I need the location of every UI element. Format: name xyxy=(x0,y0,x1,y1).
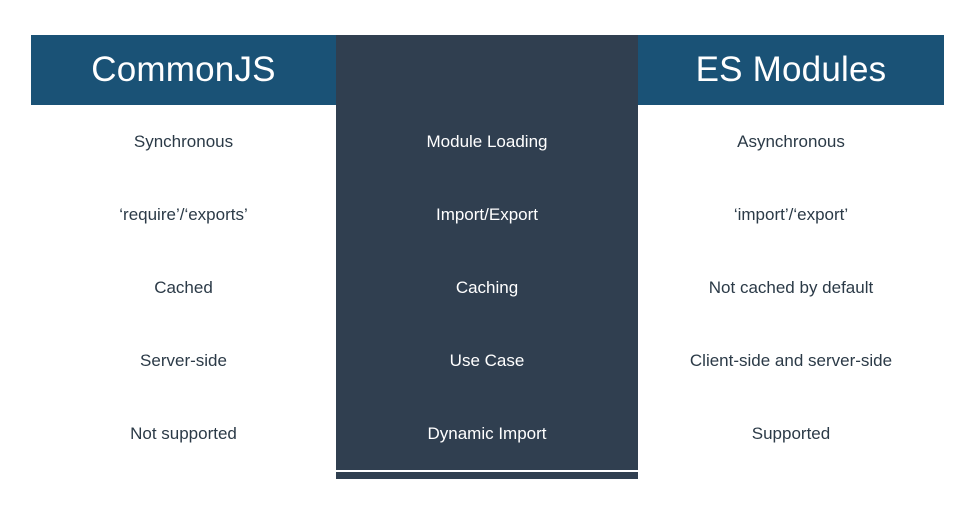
cell-commonjs-import-export: ‘require’/‘exports’ xyxy=(31,178,336,251)
table-body: Synchronous Module Loading Asynchronous … xyxy=(31,105,944,470)
header-feature-blank xyxy=(336,35,638,105)
table-row: ‘require’/‘exports’ Import/Export ‘impor… xyxy=(31,178,944,251)
cell-commonjs-use-case: Server-side xyxy=(31,324,336,397)
cell-feature-use-case: Use Case xyxy=(336,324,638,397)
table-row: Cached Caching Not cached by default xyxy=(31,251,944,324)
header-es-modules: ES Modules xyxy=(638,35,944,105)
cell-esmodules-module-loading: Asynchronous xyxy=(638,105,944,178)
comparison-table: CommonJS ES Modules Synchronous Module L… xyxy=(31,35,944,470)
table-row: Not supported Dynamic Import Supported xyxy=(31,397,944,470)
cell-commonjs-module-loading: Synchronous xyxy=(31,105,336,178)
cell-commonjs-caching: Cached xyxy=(31,251,336,324)
middle-column-footer-extension xyxy=(336,472,638,479)
cell-feature-import-export: Import/Export xyxy=(336,178,638,251)
table-row: Server-side Use Case Client-side and ser… xyxy=(31,324,944,397)
cell-esmodules-use-case: Client-side and server-side xyxy=(638,324,944,397)
comparison-table-container: CommonJS ES Modules Synchronous Module L… xyxy=(31,35,944,479)
cell-esmodules-import-export: ‘import’/‘export’ xyxy=(638,178,944,251)
cell-feature-dynamic-import: Dynamic Import xyxy=(336,397,638,470)
table-row: Synchronous Module Loading Asynchronous xyxy=(31,105,944,178)
cell-commonjs-dynamic-import: Not supported xyxy=(31,397,336,470)
table-header: CommonJS ES Modules xyxy=(31,35,944,105)
cell-feature-caching: Caching xyxy=(336,251,638,324)
header-row: CommonJS ES Modules xyxy=(31,35,944,105)
header-commonjs: CommonJS xyxy=(31,35,336,105)
cell-esmodules-dynamic-import: Supported xyxy=(638,397,944,470)
cell-feature-module-loading: Module Loading xyxy=(336,105,638,178)
cell-esmodules-caching: Not cached by default xyxy=(638,251,944,324)
